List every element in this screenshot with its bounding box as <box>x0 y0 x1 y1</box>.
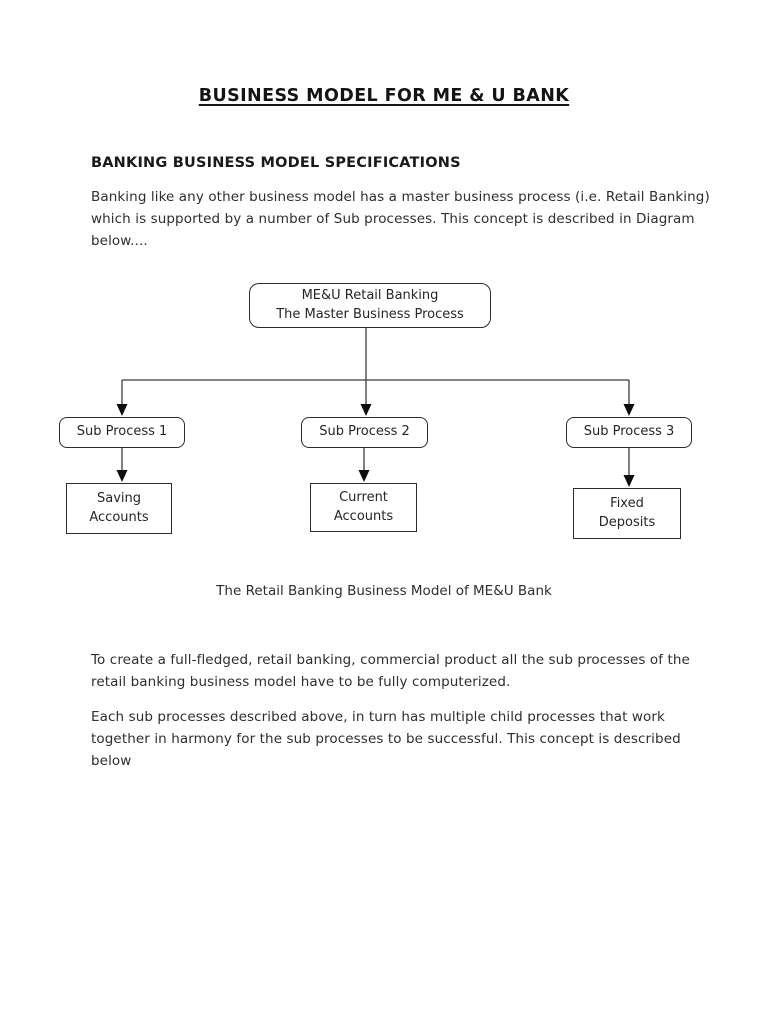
sub-process-1-box: Sub Process 1 <box>59 417 185 448</box>
page-title: BUSINESS MODEL FOR ME & U BANK <box>198 86 570 106</box>
arrowhead-icon <box>623 475 635 487</box>
current-accounts-line2: Accounts <box>333 508 394 524</box>
arrowhead-icon <box>623 404 635 416</box>
sub-process-1-label: Sub Process 1 <box>76 424 168 440</box>
master-process-box: ME&U Retail Banking The Master Business … <box>249 283 491 328</box>
diagram-caption: The Retail Banking Business Model of ME&… <box>216 583 552 599</box>
section-heading: BANKING BUSINESS MODEL SPECIFICATIONS <box>91 155 461 171</box>
sub-process-3-box: Sub Process 3 <box>566 417 692 448</box>
sub-process-2-box: Sub Process 2 <box>301 417 428 448</box>
fixed-deposits-box: Fixed Deposits <box>573 488 681 539</box>
sub-process-2-label: Sub Process 2 <box>319 424 410 440</box>
current-accounts-box: Current Accounts <box>310 483 417 532</box>
paragraph-line: which is supported by a number of Sub pr… <box>91 211 695 227</box>
paragraph-line: Banking like any other business model ha… <box>91 189 710 205</box>
fixed-deposits-line1: Fixed <box>610 496 644 512</box>
current-accounts-line1: Current <box>339 490 388 506</box>
arrowhead-icon <box>360 404 372 416</box>
master-process-line2: The Master Business Process <box>276 306 464 322</box>
fixed-deposits-line2: Deposits <box>598 514 656 530</box>
saving-accounts-line1: Saving <box>96 491 141 507</box>
arrowhead-icon <box>358 470 370 482</box>
paragraph-line: below <box>91 753 132 769</box>
saving-accounts-box: Saving Accounts <box>66 483 172 534</box>
paragraph-line: below.... <box>91 233 148 249</box>
paragraph-line: Each sub processes described above, in t… <box>91 709 665 725</box>
paragraph-line: retail banking business model have to be… <box>91 674 511 690</box>
paragraph-line: together in harmony for the sub processe… <box>91 731 681 747</box>
arrowhead-icon <box>116 470 128 482</box>
master-process-line1: ME&U Retail Banking <box>301 288 439 304</box>
paragraph-line: To create a full-fledged, retail banking… <box>91 652 690 668</box>
sub-process-3-label: Sub Process 3 <box>583 424 675 440</box>
saving-accounts-line2: Accounts <box>89 509 149 525</box>
arrowhead-icon <box>116 404 128 416</box>
